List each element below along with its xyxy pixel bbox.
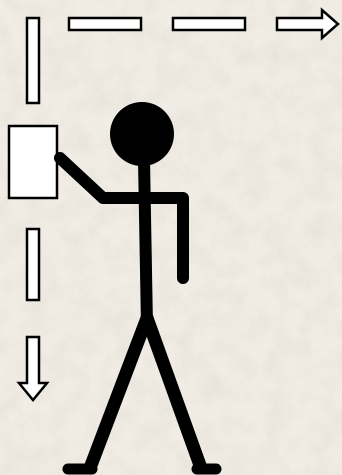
dash-segment (173, 18, 245, 30)
figure-torso (144, 160, 147, 326)
dashed-arrow-right-icon (69, 10, 338, 38)
figure-left-leg (90, 318, 147, 468)
dash-segment (27, 18, 39, 103)
dashed-arrow-down-icon (19, 18, 47, 400)
dash-segment (69, 18, 141, 30)
figure-right-leg (147, 318, 201, 468)
dash-segment (27, 229, 39, 300)
arrow-head-down (19, 337, 47, 400)
arrow-head-right (277, 10, 338, 38)
box-icon (9, 126, 57, 198)
stick-figure-icon (60, 102, 216, 469)
